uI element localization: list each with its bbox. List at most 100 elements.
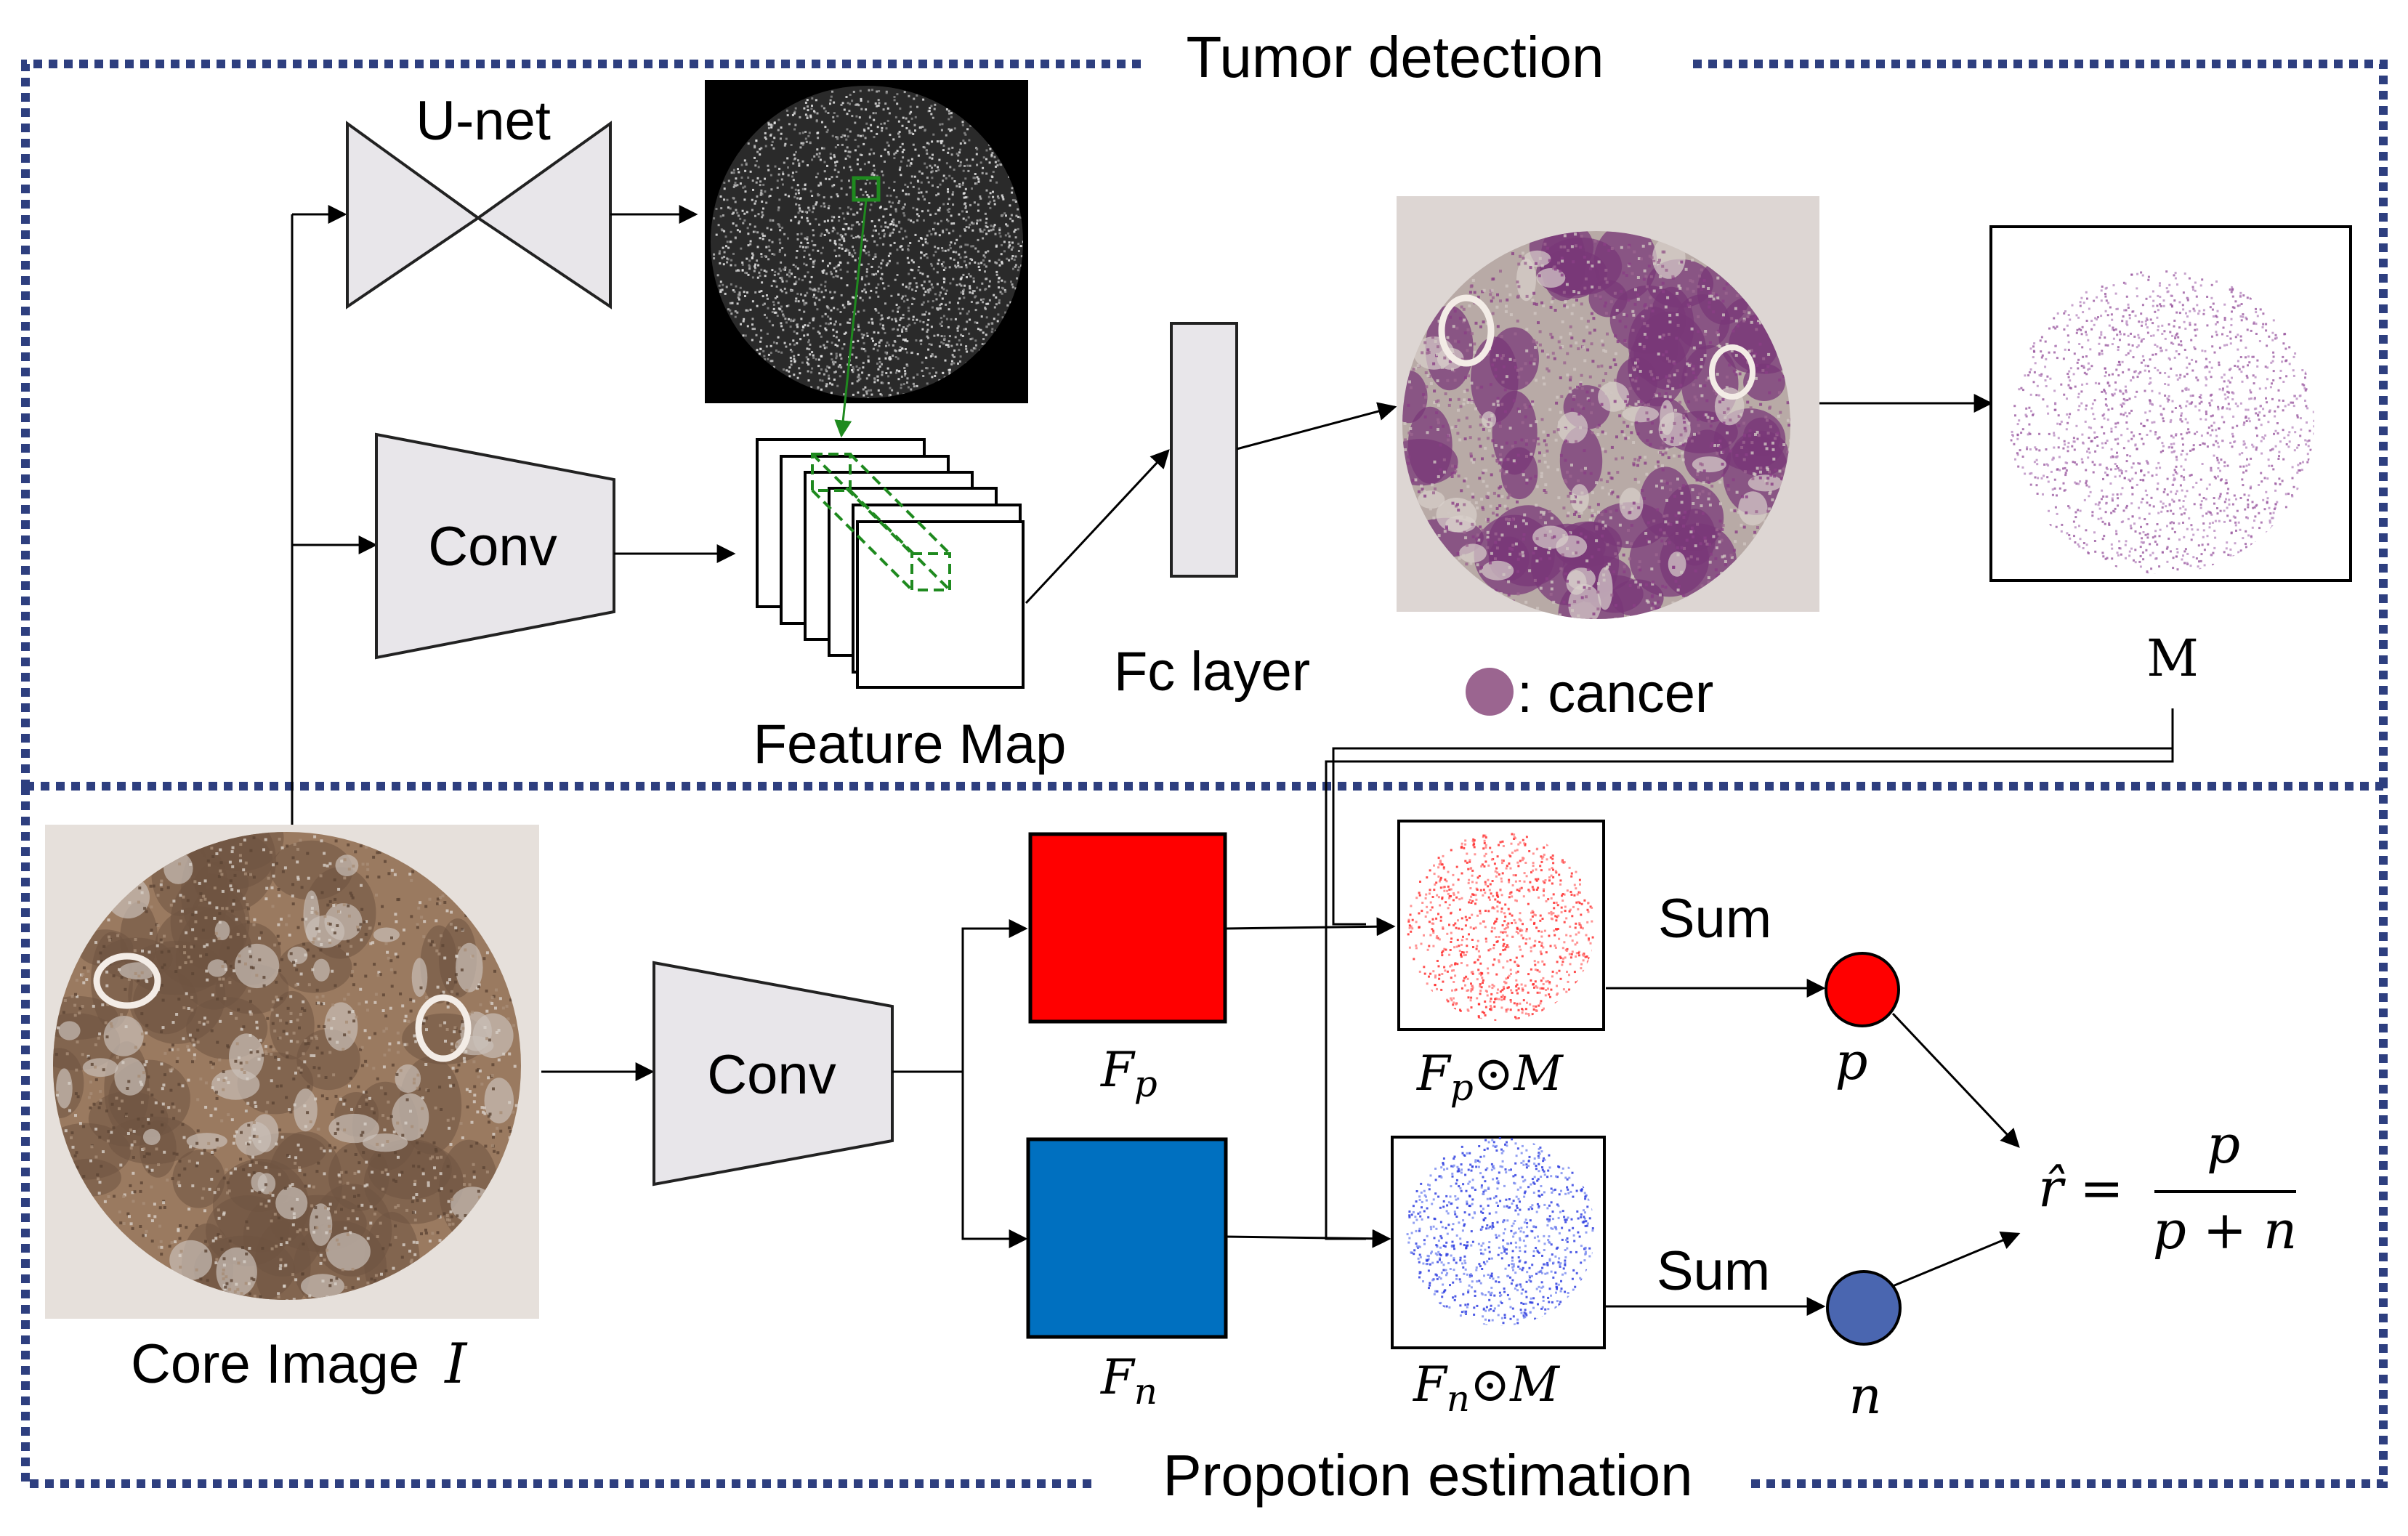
texture-dot	[328, 1051, 332, 1054]
texture-dot	[229, 935, 233, 939]
conv-top-block[interactable]: Conv	[375, 432, 615, 660]
texture-dot	[1692, 367, 1695, 371]
texture-dot	[804, 184, 807, 187]
texture-dot	[185, 992, 188, 995]
texture-dot	[289, 1039, 293, 1043]
texture-dot	[791, 113, 794, 116]
texture-dot	[1644, 532, 1648, 535]
texture-dot	[191, 1184, 195, 1188]
texture-dot	[788, 123, 791, 126]
texture-dot	[320, 943, 323, 946]
texture-dot	[945, 228, 948, 231]
texture-dot	[841, 235, 844, 238]
fc-layer-block[interactable]	[1170, 322, 1238, 578]
texture-dot	[1680, 501, 1684, 504]
texture-dot	[343, 858, 347, 862]
texture-dot	[249, 1000, 252, 1003]
texture-dot	[742, 334, 745, 337]
texture-dot	[217, 1233, 220, 1237]
texture-dot	[361, 1131, 365, 1134]
texture-dot	[440, 993, 443, 996]
texture-dot	[957, 262, 960, 264]
texture-dot	[862, 348, 865, 350]
texture-dot	[373, 1032, 377, 1035]
texture-dot	[334, 1094, 338, 1098]
texture-blob	[186, 1133, 227, 1149]
texture-dot	[190, 995, 194, 999]
texture-dot	[401, 1133, 405, 1137]
texture-dot	[1525, 439, 1528, 442]
unet-block	[346, 121, 612, 310]
texture-dot	[365, 1160, 368, 1164]
texture-dot	[126, 1087, 129, 1090]
texture-dot	[907, 244, 910, 247]
texture-dot	[868, 373, 870, 376]
texture-dot	[814, 289, 817, 292]
texture-dot	[877, 295, 880, 298]
texture-dot	[1508, 427, 1512, 430]
texture-dot	[871, 321, 874, 324]
texture-dot	[906, 377, 909, 380]
texture-dot	[719, 262, 722, 264]
texture-dot	[1446, 379, 1450, 382]
texture-dot	[244, 1109, 248, 1113]
texture-dot	[1694, 510, 1698, 514]
texture-dot	[394, 1151, 397, 1155]
texture-dot	[493, 969, 496, 973]
texture-dot	[882, 229, 885, 232]
texture-dot	[1585, 326, 1589, 329]
texture-dot	[1523, 513, 1527, 517]
texture-dot	[1676, 313, 1679, 317]
texture-dot	[347, 1217, 350, 1221]
texture-dot	[1530, 354, 1533, 357]
texture-dot	[1668, 395, 1672, 399]
texture-dot	[875, 182, 878, 185]
texture-dot	[852, 366, 854, 369]
texture-dot	[932, 184, 934, 187]
texture-dot	[898, 324, 901, 327]
texture-dot	[1670, 398, 1673, 402]
texture-dot	[995, 270, 998, 273]
texture-blob	[1407, 406, 1453, 484]
texture-dot	[859, 89, 862, 92]
texture-dot	[937, 209, 940, 211]
texture-dot	[811, 195, 814, 197]
texture-dot	[783, 341, 786, 344]
texture-dot	[334, 984, 337, 987]
texture-dot	[751, 276, 754, 279]
texture-dot	[361, 862, 365, 866]
texture-dot	[1633, 250, 1636, 254]
texture-dot	[1750, 441, 1754, 445]
texture-dot	[800, 318, 803, 320]
texture-dot	[930, 233, 933, 235]
texture-dot	[1508, 293, 1512, 296]
texture-dot	[337, 1242, 341, 1246]
texture-dot	[472, 1100, 476, 1104]
texture-dot	[1473, 291, 1476, 294]
texture-dot	[765, 270, 768, 273]
texture-dot	[926, 328, 929, 331]
texture-dot	[259, 1202, 263, 1206]
texture-dot	[453, 1026, 457, 1030]
texture-dot	[790, 144, 793, 146]
texture-dot	[765, 137, 767, 140]
texture-dot	[154, 1101, 158, 1104]
texture-dot	[747, 273, 750, 276]
texture-dot	[285, 1241, 288, 1245]
texture-dot	[847, 102, 849, 105]
texture-dot	[1543, 453, 1546, 457]
texture-dot	[373, 963, 376, 966]
texture-dot	[997, 197, 1000, 200]
texture-dot	[175, 1060, 179, 1064]
texture-dot	[1408, 380, 1411, 384]
texture-dot	[873, 381, 876, 384]
texture-dot	[719, 215, 722, 218]
texture-dot	[777, 173, 780, 176]
texture-dot	[126, 1212, 130, 1216]
texture-dot	[251, 966, 255, 970]
texture-dot	[366, 1237, 370, 1240]
texture-dot	[429, 1212, 432, 1216]
texture-dot	[204, 1240, 208, 1243]
texture-dot	[988, 280, 991, 283]
